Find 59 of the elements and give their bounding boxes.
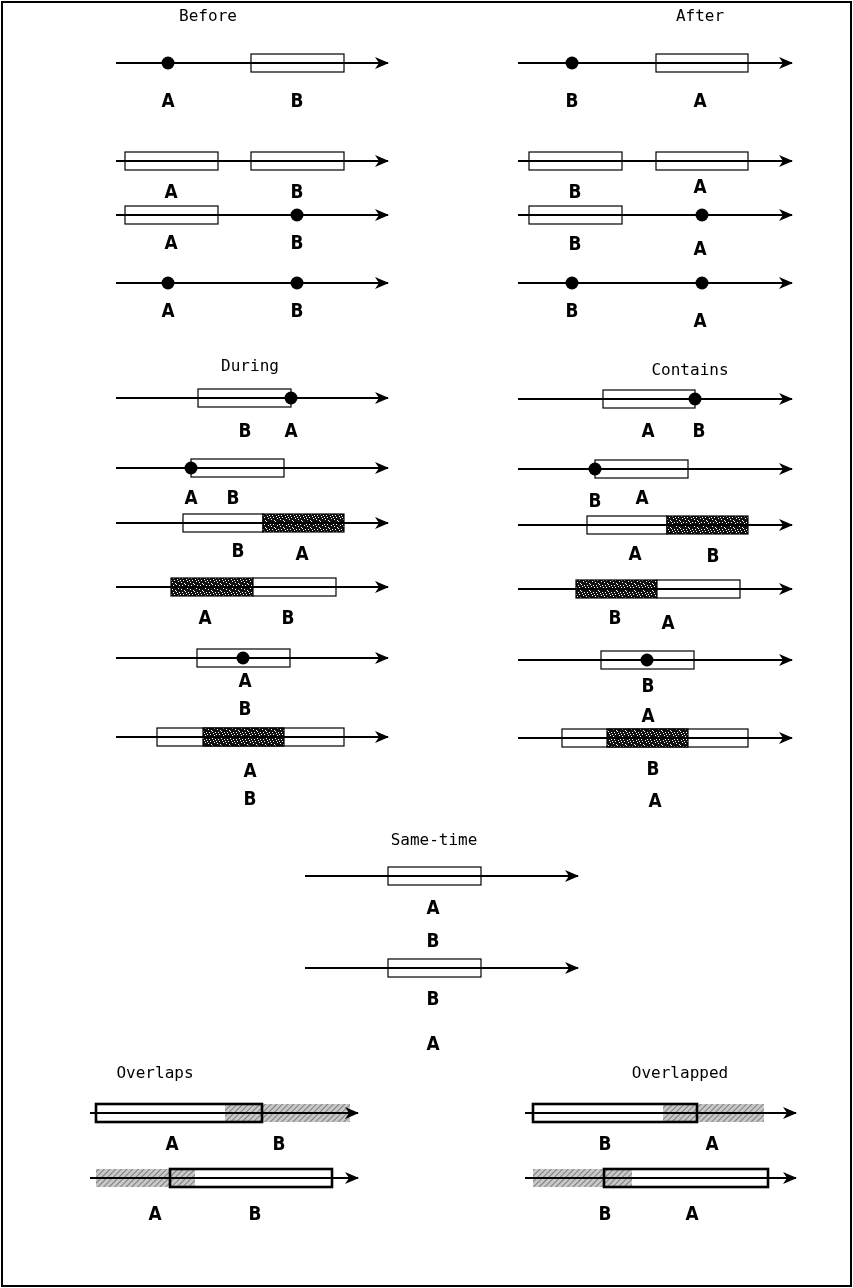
interval-letter: A <box>705 1133 719 1153</box>
interval-letter: A <box>295 543 309 563</box>
section-title: Overlapped <box>631 1065 729 1081</box>
interval-letter: B <box>231 540 245 560</box>
interval-letter: A <box>426 1033 440 1053</box>
interval-letter: B <box>641 675 655 695</box>
section-title: After <box>675 8 725 24</box>
interval-letter: A <box>148 1203 162 1223</box>
interval-letter: A <box>641 705 655 725</box>
interval-letter: A <box>284 420 298 440</box>
interval-letter: B <box>272 1133 286 1153</box>
interval-letter: B <box>290 232 304 252</box>
interval-letter: B <box>706 545 720 565</box>
interval-letter: B <box>426 988 440 1008</box>
interval-letter: A <box>165 1133 179 1153</box>
interval-letter: A <box>661 612 675 632</box>
interval-letter: A <box>161 90 175 110</box>
interval-letter: A <box>648 790 662 810</box>
interval-letter: A <box>635 487 649 507</box>
section-title: During <box>221 358 279 374</box>
section-title: Before <box>179 8 237 24</box>
interval-letter: A <box>641 420 655 440</box>
interval-letter: B <box>238 698 252 718</box>
interval-letter: A <box>693 238 707 258</box>
interval-letter: A <box>628 543 642 563</box>
interval-letter: B <box>568 181 582 201</box>
interval-letter: B <box>290 90 304 110</box>
interval-letter: A <box>426 897 440 917</box>
interval-letter: A <box>164 181 178 201</box>
interval-letter: B <box>426 930 440 950</box>
interval-letter: A <box>243 760 257 780</box>
interval-letter: B <box>238 420 252 440</box>
interval-letter: B <box>243 788 257 808</box>
interval-letter: A <box>184 487 198 507</box>
interval-letter: A <box>161 300 175 320</box>
interval-letter: B <box>565 300 579 320</box>
interval-letter: A <box>685 1203 699 1223</box>
interval-letter: B <box>568 233 582 253</box>
interval-letter: B <box>281 607 295 627</box>
interval-letter: A <box>693 176 707 196</box>
interval-letter: B <box>290 181 304 201</box>
interval-letter: B <box>588 490 602 510</box>
interval-letter: B <box>598 1203 612 1223</box>
section-title: Contains <box>651 362 729 378</box>
section-title: Overlaps <box>116 1065 194 1081</box>
interval-letter: A <box>198 607 212 627</box>
interval-letter: B <box>598 1133 612 1153</box>
interval-letter: A <box>693 90 707 110</box>
interval-letter: B <box>248 1203 262 1223</box>
interval-letter: B <box>226 487 240 507</box>
interval-letter: A <box>238 670 252 690</box>
interval-letter: B <box>608 607 622 627</box>
interval-letter: A <box>693 310 707 330</box>
interval-letter: A <box>164 232 178 252</box>
interval-letter: B <box>290 300 304 320</box>
interval-letter: B <box>565 90 579 110</box>
section-title: Same-time <box>390 832 478 848</box>
interval-letter: B <box>692 420 706 440</box>
interval-letter: B <box>646 758 660 778</box>
